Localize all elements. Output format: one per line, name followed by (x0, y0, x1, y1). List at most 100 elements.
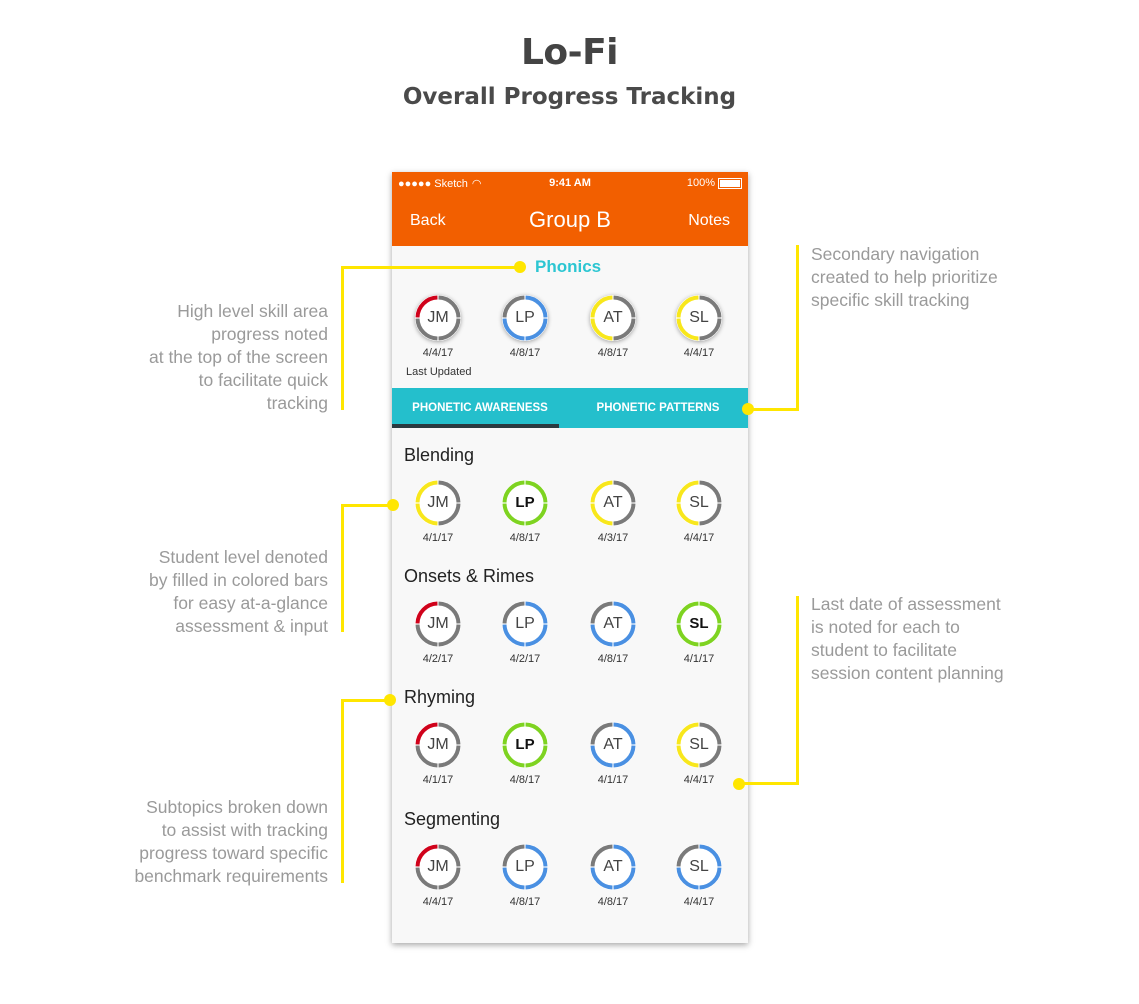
ring-segment-empty (676, 844, 699, 867)
callout-dot-subtopics (384, 694, 396, 706)
annotation-line: progress noted (211, 324, 328, 344)
student-progress-ring[interactable]: LP (500, 478, 550, 528)
ring-segment-empty (590, 844, 613, 867)
notes-button[interactable]: Notes (688, 212, 730, 229)
ring-segment-filled (415, 295, 438, 318)
assessment-date: 4/8/17 (597, 347, 629, 359)
annotation-line: Subtopics broken down (146, 797, 328, 817)
student-initials: AT (603, 309, 623, 326)
student-progress-ring[interactable]: JM (413, 599, 463, 649)
student-progress-ring[interactable]: JM (413, 720, 463, 770)
student-progress-ring[interactable]: JM (413, 842, 463, 892)
ring-segment-empty (590, 601, 613, 624)
assessment-date: 4/4/17 (683, 532, 715, 544)
ring-segment-filled (415, 480, 438, 503)
ring-segment-filled (676, 624, 699, 647)
student-progress-ring[interactable]: SL (674, 842, 724, 892)
callout-dot-secnav (742, 403, 754, 415)
tab-phonetic-awareness[interactable]: PHONETIC AWARENESS (412, 402, 548, 414)
callout-dot-lastdate (733, 778, 745, 790)
subtopic-title: Segmenting (404, 809, 501, 829)
student-progress-ring[interactable]: SL (674, 720, 724, 770)
annotation-line: tracking (266, 393, 328, 413)
last-updated-label: Last Updated (406, 366, 472, 378)
student-progress-ring[interactable]: LP (500, 599, 550, 649)
annotation-line: is noted for each to (811, 617, 960, 637)
ring-segment-filled (502, 867, 525, 890)
ring-segment-empty (613, 318, 636, 341)
callout-line-secnav-vertical (796, 245, 799, 411)
ring-segment-empty (438, 601, 461, 624)
ring-segment-empty (699, 295, 722, 318)
student-progress-ring[interactable]: AT (588, 599, 638, 649)
assessment-date: 4/1/17 (422, 774, 454, 786)
ring-segment-empty (613, 295, 636, 318)
assessment-date: 4/8/17 (509, 774, 541, 786)
student-initials: JM (427, 309, 449, 326)
assessment-date: 4/8/17 (509, 896, 541, 908)
ring-segment-empty (502, 601, 525, 624)
student-progress-ring[interactable]: SL (674, 478, 724, 528)
ring-segment-filled (525, 601, 548, 624)
ring-segment-filled (590, 295, 613, 318)
assessment-date: 4/8/17 (509, 532, 541, 544)
callout-line-level-horizontal (341, 504, 393, 507)
ring-segment-filled (525, 722, 548, 745)
ring-segment-empty (415, 745, 438, 768)
ring-segment-filled (613, 722, 636, 745)
assessment-date: 4/4/17 (683, 347, 715, 359)
student-progress-ring[interactable]: JM (413, 478, 463, 528)
student-initials: JM (427, 615, 449, 632)
student-progress-ring[interactable]: SL (674, 293, 724, 343)
student-progress-ring[interactable]: AT (588, 478, 638, 528)
student-initials: SL (689, 736, 709, 753)
annotation-line: session content planning (811, 663, 1004, 683)
ring-segment-empty (613, 480, 636, 503)
assessment-date: 4/4/17 (683, 896, 715, 908)
student-progress-ring[interactable]: JM (413, 293, 463, 343)
phonics-label[interactable]: Phonics (535, 257, 602, 276)
assessment-date: 4/3/17 (597, 532, 629, 544)
annotation-line: by filled in colored bars (149, 570, 328, 590)
ring-segment-empty (502, 844, 525, 867)
student-progress-ring[interactable]: SL (674, 599, 724, 649)
app-header: ●●●●● Sketch◠ 9:41 AM 100% Back Group B … (392, 172, 748, 246)
ring-segment-filled (502, 480, 525, 503)
student-initials: SL (689, 309, 709, 326)
ring-segment-filled (699, 624, 722, 647)
back-button[interactable]: Back (410, 212, 446, 229)
annotation-line: specific skill tracking (811, 290, 970, 310)
student-progress-ring[interactable]: LP (500, 293, 550, 343)
ring-segment-filled (590, 318, 613, 341)
battery-icon (718, 177, 742, 189)
student-progress-ring[interactable]: AT (588, 293, 638, 343)
ring-segment-filled (676, 867, 699, 890)
annotation-line: student to facilitate (811, 640, 957, 660)
ring-segment-filled (676, 480, 699, 503)
ring-segment-empty (613, 503, 636, 526)
ring-segment-empty (699, 745, 722, 768)
student-progress-ring[interactable]: LP (500, 720, 550, 770)
annotation-line: Last date of assessment (811, 594, 1001, 614)
student-initials: JM (427, 494, 449, 511)
ring-segment-empty (699, 503, 722, 526)
ring-segment-empty (699, 722, 722, 745)
status-time: 9:41 AM (549, 177, 591, 189)
active-tab-indicator (392, 424, 559, 428)
ring-segment-filled (525, 318, 548, 341)
assessment-date: 4/8/17 (509, 347, 541, 359)
ring-segment-empty (438, 624, 461, 647)
ring-segment-empty (438, 745, 461, 768)
ring-segment-empty (438, 722, 461, 745)
student-progress-ring[interactable]: AT (588, 720, 638, 770)
student-progress-ring[interactable]: LP (500, 842, 550, 892)
assessment-date: 4/8/17 (597, 653, 629, 665)
ring-segment-filled (525, 503, 548, 526)
student-progress-ring[interactable]: AT (588, 842, 638, 892)
ring-segment-filled (525, 844, 548, 867)
annotation-line: High level skill area (177, 301, 328, 321)
ring-segment-filled (590, 624, 613, 647)
tab-phonetic-patterns[interactable]: PHONETIC PATTERNS (596, 402, 720, 414)
